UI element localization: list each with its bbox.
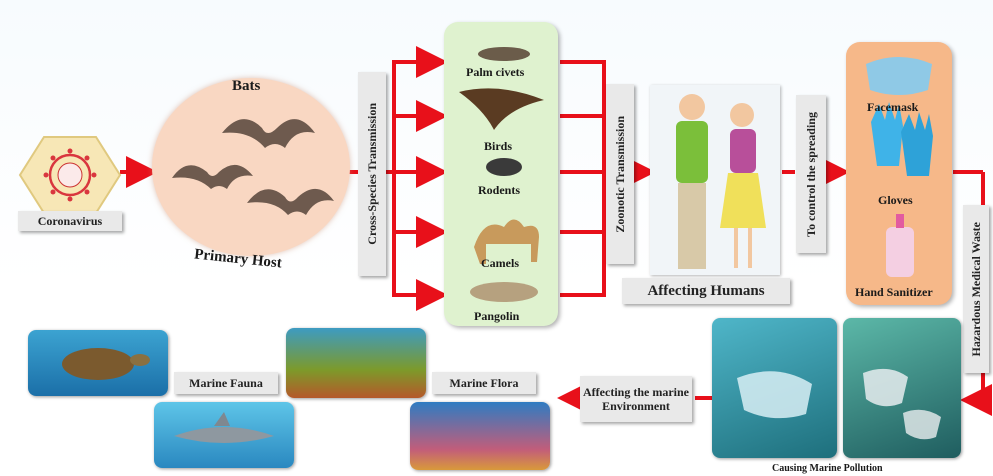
sanitizer-icon [886,227,914,277]
virus-icon [18,135,122,215]
facemask-icon [866,57,932,95]
fauna-photo-1 [28,330,168,396]
pollution-photo-1 [712,318,837,458]
protection-icons [846,42,952,305]
coronavirus-hexagon [18,135,122,215]
flora-photo-2 [410,402,550,470]
animal-label-0: Palm civets [466,65,524,80]
pollution-label: Causing Marine Pollution [772,463,883,474]
control-item-2: Hand Sanitizer [855,285,933,300]
humans-label: Affecting Humans [622,278,790,304]
marine-flora-label: Marine Flora [432,372,536,394]
bird-icon [459,88,544,130]
rodent-icon [486,158,522,176]
control-text: To control the spreading [804,112,819,237]
shark-icon [154,402,294,468]
bat-icon [152,78,350,256]
zoonotic-text: Zoonotic Transmission [613,116,628,233]
flora-photo-1 [286,328,426,398]
coronavirus-label: Coronavirus [18,211,122,231]
animal-label-2: Rodents [478,183,520,198]
host-title: Bats [232,78,260,95]
pollution-photo-2 [843,318,961,458]
control-label: To control the spreading [796,95,826,253]
waste-label: Hazardous Medical Waste [963,205,989,373]
protection-panel [846,42,952,305]
host-circle [152,78,350,256]
cross-species-text: Cross-Species Transmission [365,103,380,245]
palm-civet-icon [478,47,530,61]
humans-icon [650,85,780,275]
animal-label-3: Camels [481,256,519,271]
mask-in-water-icon [712,318,837,458]
marine-fauna-label: Marine Fauna [174,372,278,394]
humans-image [650,85,780,275]
control-item-1: Gloves [878,193,913,208]
animal-label-1: Birds [484,139,512,154]
gloves-in-water-icon [843,318,961,458]
marine-effect-label: Affecting the marine Environment [580,376,692,422]
zoonotic-label: Zoonotic Transmission [606,84,634,264]
turtle-icon [28,330,168,396]
fauna-photo-2 [154,402,294,468]
cross-species-label: Cross-Species Transmission [358,72,386,276]
animal-label-4: Pangolin [474,309,519,324]
pangolin-icon [470,282,538,302]
control-item-0: Facemask [867,100,918,115]
waste-text: Hazardous Medical Waste [969,222,984,356]
